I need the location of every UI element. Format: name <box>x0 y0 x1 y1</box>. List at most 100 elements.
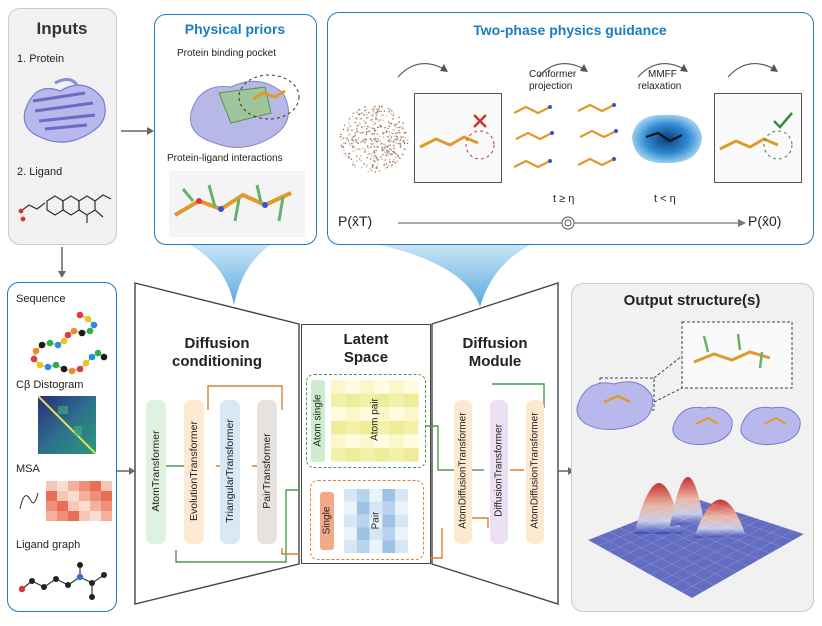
atom-diffusion-transformer-label-2: AtomDiffusionTransformer <box>529 412 541 529</box>
output-illustration <box>576 321 805 599</box>
atom-single-label: Atom single <box>312 394 324 447</box>
atom-diffusion-transformer-block-1 <box>454 400 472 544</box>
sequence-bead <box>82 359 90 367</box>
sequence-bead <box>78 329 86 337</box>
sequence-bead <box>84 315 92 323</box>
evolution-transformer-block <box>184 400 204 544</box>
ligand-graph-label: Ligand graph <box>16 539 81 551</box>
mmff-text-1: MMFF <box>648 69 677 80</box>
pair-transformer-label: PairTransformer <box>261 433 273 509</box>
sequence-bead <box>36 361 44 369</box>
ligand-label: 2. Ligand <box>17 166 63 178</box>
sequence-bead <box>32 347 40 355</box>
sequence-bead <box>30 355 38 363</box>
conformer-text-1: Conformer <box>529 69 577 80</box>
protein-label: 1. Protein <box>17 53 65 65</box>
sequence-bead <box>86 327 94 335</box>
sequence-bead <box>64 331 72 339</box>
sequence-bead <box>60 337 68 345</box>
triangular-transformer-label: TriangularTransformer <box>224 419 236 523</box>
sequence-bead <box>88 353 96 361</box>
two-phase-guidance-panel: Two-phase physics guidance Conformer pro… <box>327 12 814 245</box>
atom-diffusion-transformer-label-1: AtomDiffusionTransformer <box>457 412 469 529</box>
timeline-arrow <box>398 216 746 230</box>
final-ligand-frame <box>714 93 802 183</box>
inputs-to-features-arrow <box>58 247 66 278</box>
sequence-bead <box>90 321 98 329</box>
module-title-2: Module <box>468 353 522 370</box>
interactions-illustration <box>169 171 305 237</box>
sequence-bead <box>54 341 62 349</box>
sequence-bead <box>68 367 76 375</box>
latent-title-1: Latent <box>343 331 389 348</box>
atom-transformer-label: AtomTransformer <box>150 430 162 512</box>
binding-pocket-illustration <box>190 74 300 148</box>
atom-pair-label: Atom pair <box>369 398 381 441</box>
energy-landscape <box>632 114 702 164</box>
mmff-text-2: relaxation <box>638 81 682 92</box>
sequence-bead <box>100 353 108 361</box>
noise-cloud <box>339 105 409 173</box>
conformer-set <box>513 103 618 169</box>
inputs-to-priors-arrow <box>121 127 154 135</box>
sequence-bead <box>94 349 102 357</box>
latent-title-2: Space <box>343 349 389 366</box>
ligand-graph <box>18 562 107 600</box>
t-lt-eta: t < η <box>654 193 676 205</box>
pair-label: Pair <box>370 511 382 530</box>
msa-grid <box>19 481 112 521</box>
single-label: Single <box>321 506 333 535</box>
distogram-label: Cβ Distogram <box>16 379 84 391</box>
module-title-1: Diffusion <box>462 335 528 352</box>
msa-label: MSA <box>16 463 40 475</box>
triangular-transformer-block <box>220 400 240 544</box>
phase-curved-arrows <box>397 62 778 78</box>
inputs-title: Inputs <box>36 19 88 38</box>
features-to-conditioning-arrow <box>117 467 135 475</box>
diffusion-transformer-label: DiffusionTransformer <box>493 424 505 517</box>
guidance-cones <box>190 245 530 307</box>
sequence-bead <box>60 365 68 373</box>
sequence-bead <box>38 341 46 349</box>
interactions-label: Protein-ligand interactions <box>167 153 283 164</box>
protein-illustration <box>23 78 106 143</box>
atom-transformer-block <box>146 400 166 544</box>
ligand-structure <box>18 194 112 223</box>
priors-title: Physical priors <box>184 21 286 37</box>
token-latent-group <box>310 480 424 560</box>
sequence-bead <box>46 339 54 347</box>
sequence-label: Sequence <box>16 293 66 305</box>
conformer-text-2: projection <box>529 81 573 92</box>
pocket-label: Protein binding pocket <box>177 48 276 59</box>
diffusion-transformer-block <box>490 400 508 544</box>
atom-latent-group <box>306 374 426 468</box>
final-ligand <box>719 112 793 160</box>
sequence-bead <box>76 365 84 373</box>
atom-pair-grid <box>331 380 419 462</box>
sequence-bead <box>70 327 78 335</box>
noisy-ligand <box>419 114 495 160</box>
sequence-bead <box>52 361 60 369</box>
pair-transformer-block <box>257 400 277 544</box>
atom-diffusion-transformer-block-2 <box>526 400 544 544</box>
features-panel: Sequence Cβ Distogram MSA Ligand graph <box>7 282 117 612</box>
sequence-bead <box>76 311 84 319</box>
single-block <box>320 492 334 550</box>
distogram-heatmap <box>38 396 96 454</box>
module-flow-lines <box>426 383 545 559</box>
p-start: P(x̂T) <box>338 213 373 229</box>
sequence-bead <box>44 363 52 371</box>
conditioning-flow-lines <box>166 385 300 563</box>
p-end: P(x̂0) <box>748 213 782 229</box>
inputs-panel: Inputs 1. Protein 2. Ligand <box>8 8 117 245</box>
noisy-ligand-frame <box>414 93 502 183</box>
evolution-transformer-label: EvolutionTransformer <box>188 421 200 521</box>
pair-grid <box>344 489 408 553</box>
guidance-title: Two-phase physics guidance <box>473 22 667 38</box>
conditioning-title-1: Diffusion <box>184 335 250 352</box>
conditioning-title-2: conditioning <box>172 353 262 370</box>
physical-priors-panel: Physical priors Protein binding pocket P… <box>154 14 317 245</box>
atom-single-block <box>311 380 325 462</box>
output-title: Output structure(s) <box>623 292 761 309</box>
sequence-beads <box>30 311 108 375</box>
